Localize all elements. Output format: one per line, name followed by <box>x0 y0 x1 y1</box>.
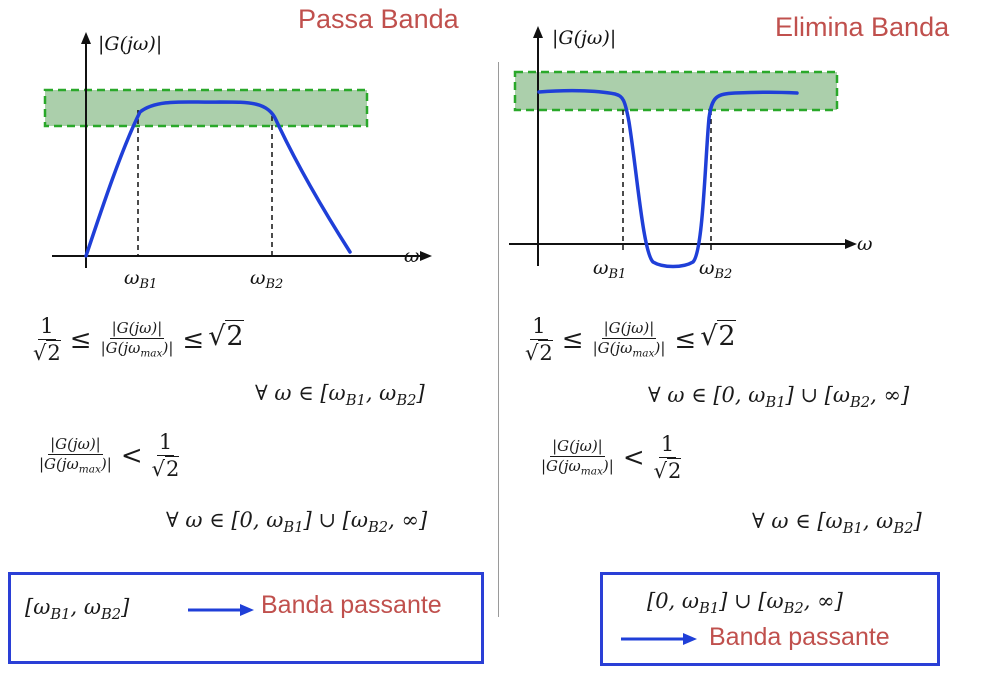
bandstop-range-2: ∀ ω ∈ [ωB1, ωB2] <box>752 509 922 538</box>
bandstop-range-1: ∀ ω ∈ [0, ωB1] ∪ [ωB2, ∞] <box>648 383 910 412</box>
bandstop-interval: [0, ωB1] ∪ [ωB2, ∞] <box>647 589 843 618</box>
x-axis-label: ω <box>404 245 420 267</box>
arrow-right-icon <box>621 633 697 645</box>
tick-label-b2: ωB2 <box>250 267 283 292</box>
y-axis-label: |G(jω)| <box>552 27 616 49</box>
x-axis-label: ω <box>857 233 873 255</box>
elimina-banda-title: Elimina Banda <box>775 12 950 42</box>
bandstop-response-curve <box>537 88 799 269</box>
passband-condition-2: |G(jω)||G(jωmax)|<1√2 <box>39 430 180 482</box>
passband-label: Banda passante <box>261 591 442 619</box>
tick-label-b1: ωB1 <box>124 267 157 292</box>
passband-summary-box: [ωB1, ωB2] Banda passante <box>8 572 484 664</box>
bandpass-response-curve <box>84 100 352 258</box>
bandstop-summary-box: [0, ωB1] ∪ [ωB2, ∞] Banda passante <box>600 572 940 666</box>
x-axis-arrow <box>845 239 857 249</box>
y-axis-arrow <box>81 32 91 44</box>
elimina-banda-plot: |G(jω)| ω ωB1 ωB2 <box>509 26 873 282</box>
x-axis-arrow <box>420 251 432 261</box>
passband-range-1: ∀ ω ∈ [ωB1, ωB2] <box>255 381 425 410</box>
column-divider <box>498 62 499 617</box>
bandstop-condition-2: |G(jω)||G(jωmax)|<1√2 <box>541 432 682 484</box>
tick-label-b1: ωB1 <box>593 257 626 282</box>
tolerance-band <box>43 88 369 128</box>
tick-label-b2: ωB2 <box>699 257 732 282</box>
bandstop-label: Banda passante <box>709 623 890 651</box>
y-axis-arrow <box>533 26 543 38</box>
passa-banda-plot: |G(jω)| ω ωB1 ωB2 <box>43 32 432 292</box>
arrow-right-icon <box>188 604 254 616</box>
passband-condition-1: 1√2≤|G(jω)||G(jωmax)|≤√2 <box>33 314 244 366</box>
y-axis-label: |G(jω)| <box>98 33 162 55</box>
passband-range-2: ∀ ω ∈ [0, ωB1] ∪ [ωB2, ∞] <box>166 508 428 537</box>
passa-banda-title: Passa Banda <box>298 4 459 34</box>
bandstop-condition-1: 1√2≤|G(jω)||G(jωmax)|≤√2 <box>525 314 736 366</box>
passband-interval: [ωB1, ωB2] <box>25 595 130 624</box>
